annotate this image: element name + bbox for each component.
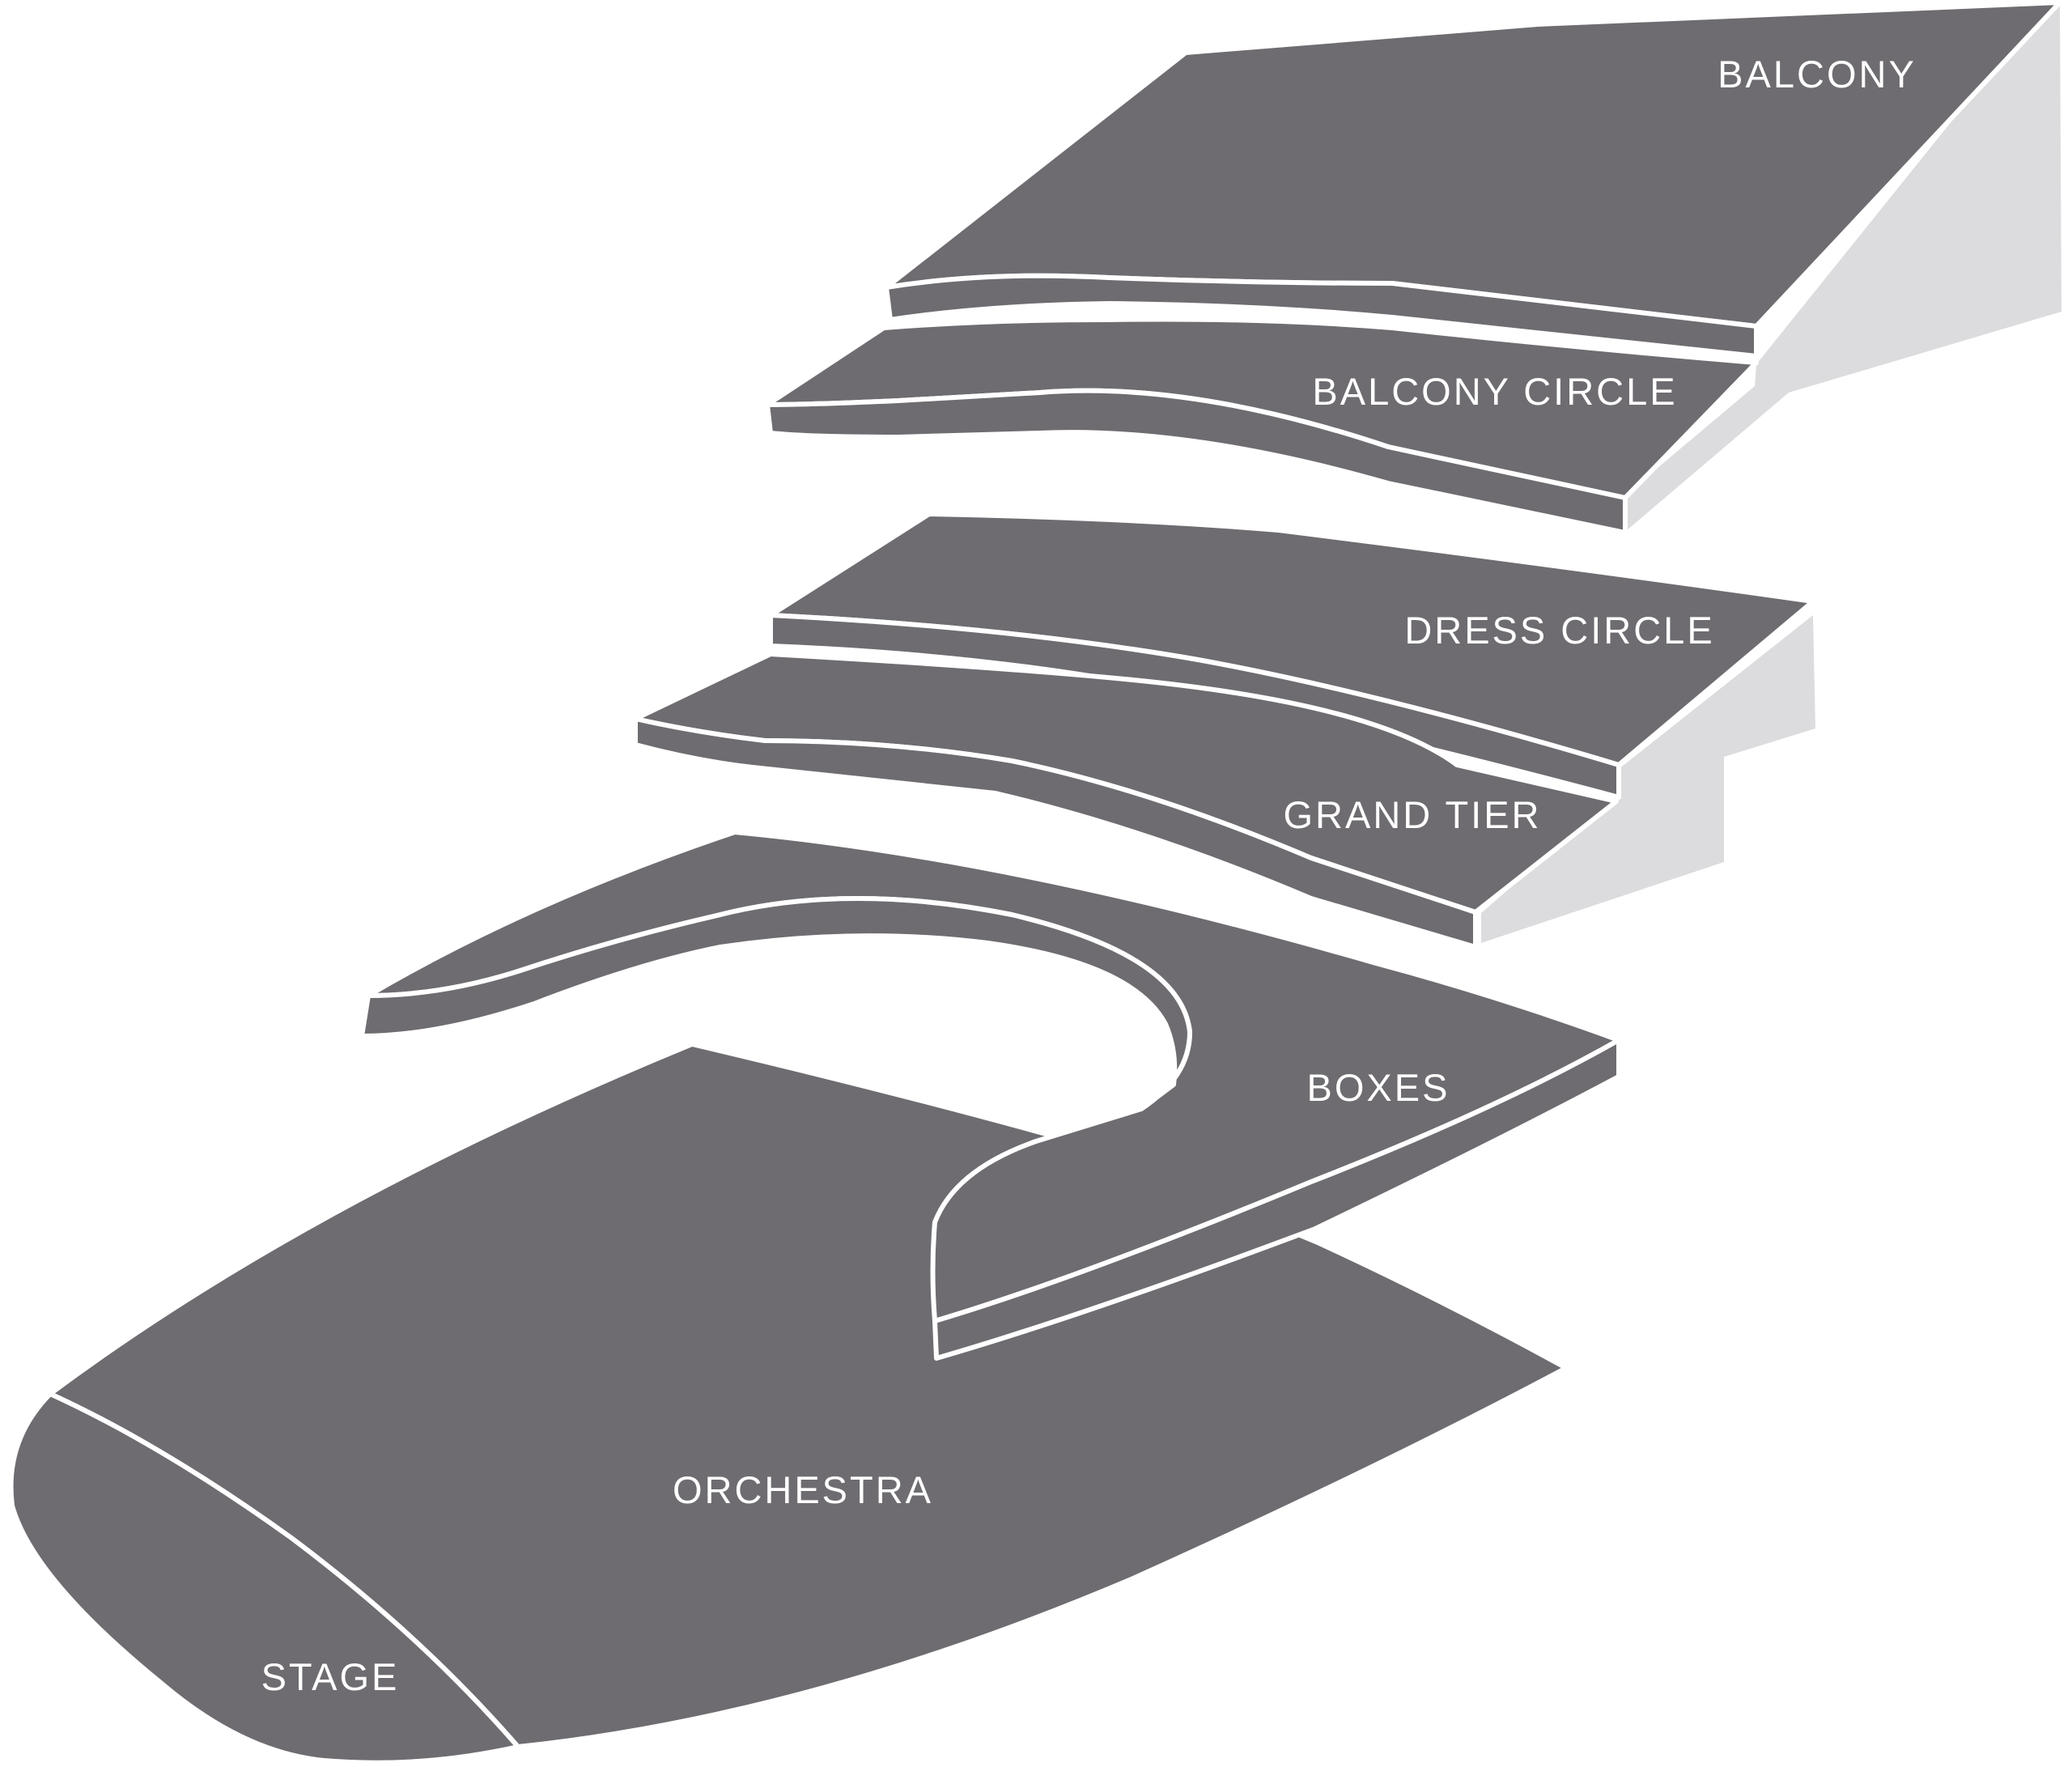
grand-tier-edge	[633, 716, 1478, 949]
section-grand-tier[interactable]: GRAND TIER	[633, 652, 1619, 949]
upper-tier-wall	[1627, 4, 2061, 530]
section-balcony-circle[interactable]: BALCONY CIRCLE	[765, 316, 1759, 535]
dress-circle-label: DRESS CIRCLE	[1404, 609, 1714, 652]
boxes-inner-lip	[359, 896, 1192, 1111]
balcony-circle-label: BALCONY CIRCLE	[1312, 370, 1677, 413]
orchestra-label: ORCHESTRA	[673, 1468, 933, 1511]
grand-tier-label: GRAND TIER	[1284, 793, 1542, 836]
boxes-label: BOXES	[1307, 1066, 1450, 1109]
balcony-edge	[884, 273, 1759, 359]
lower-tier-wall	[1481, 615, 1815, 943]
stage-floor	[8, 1391, 520, 1765]
section-dress-circle[interactable]: DRESS CIRCLE	[768, 512, 1815, 800]
balcony-label: BALCONY	[1717, 53, 1917, 96]
balcony-circle-edge	[765, 388, 1628, 535]
boxes-front-edge	[932, 1038, 1621, 1361]
section-boxes[interactable]: BOXES	[359, 830, 1621, 1361]
stage-label: STAGE	[261, 1655, 400, 1698]
section-stage[interactable]: STAGE	[8, 1391, 520, 1765]
section-balcony[interactable]: BALCONY	[884, 0, 2062, 359]
